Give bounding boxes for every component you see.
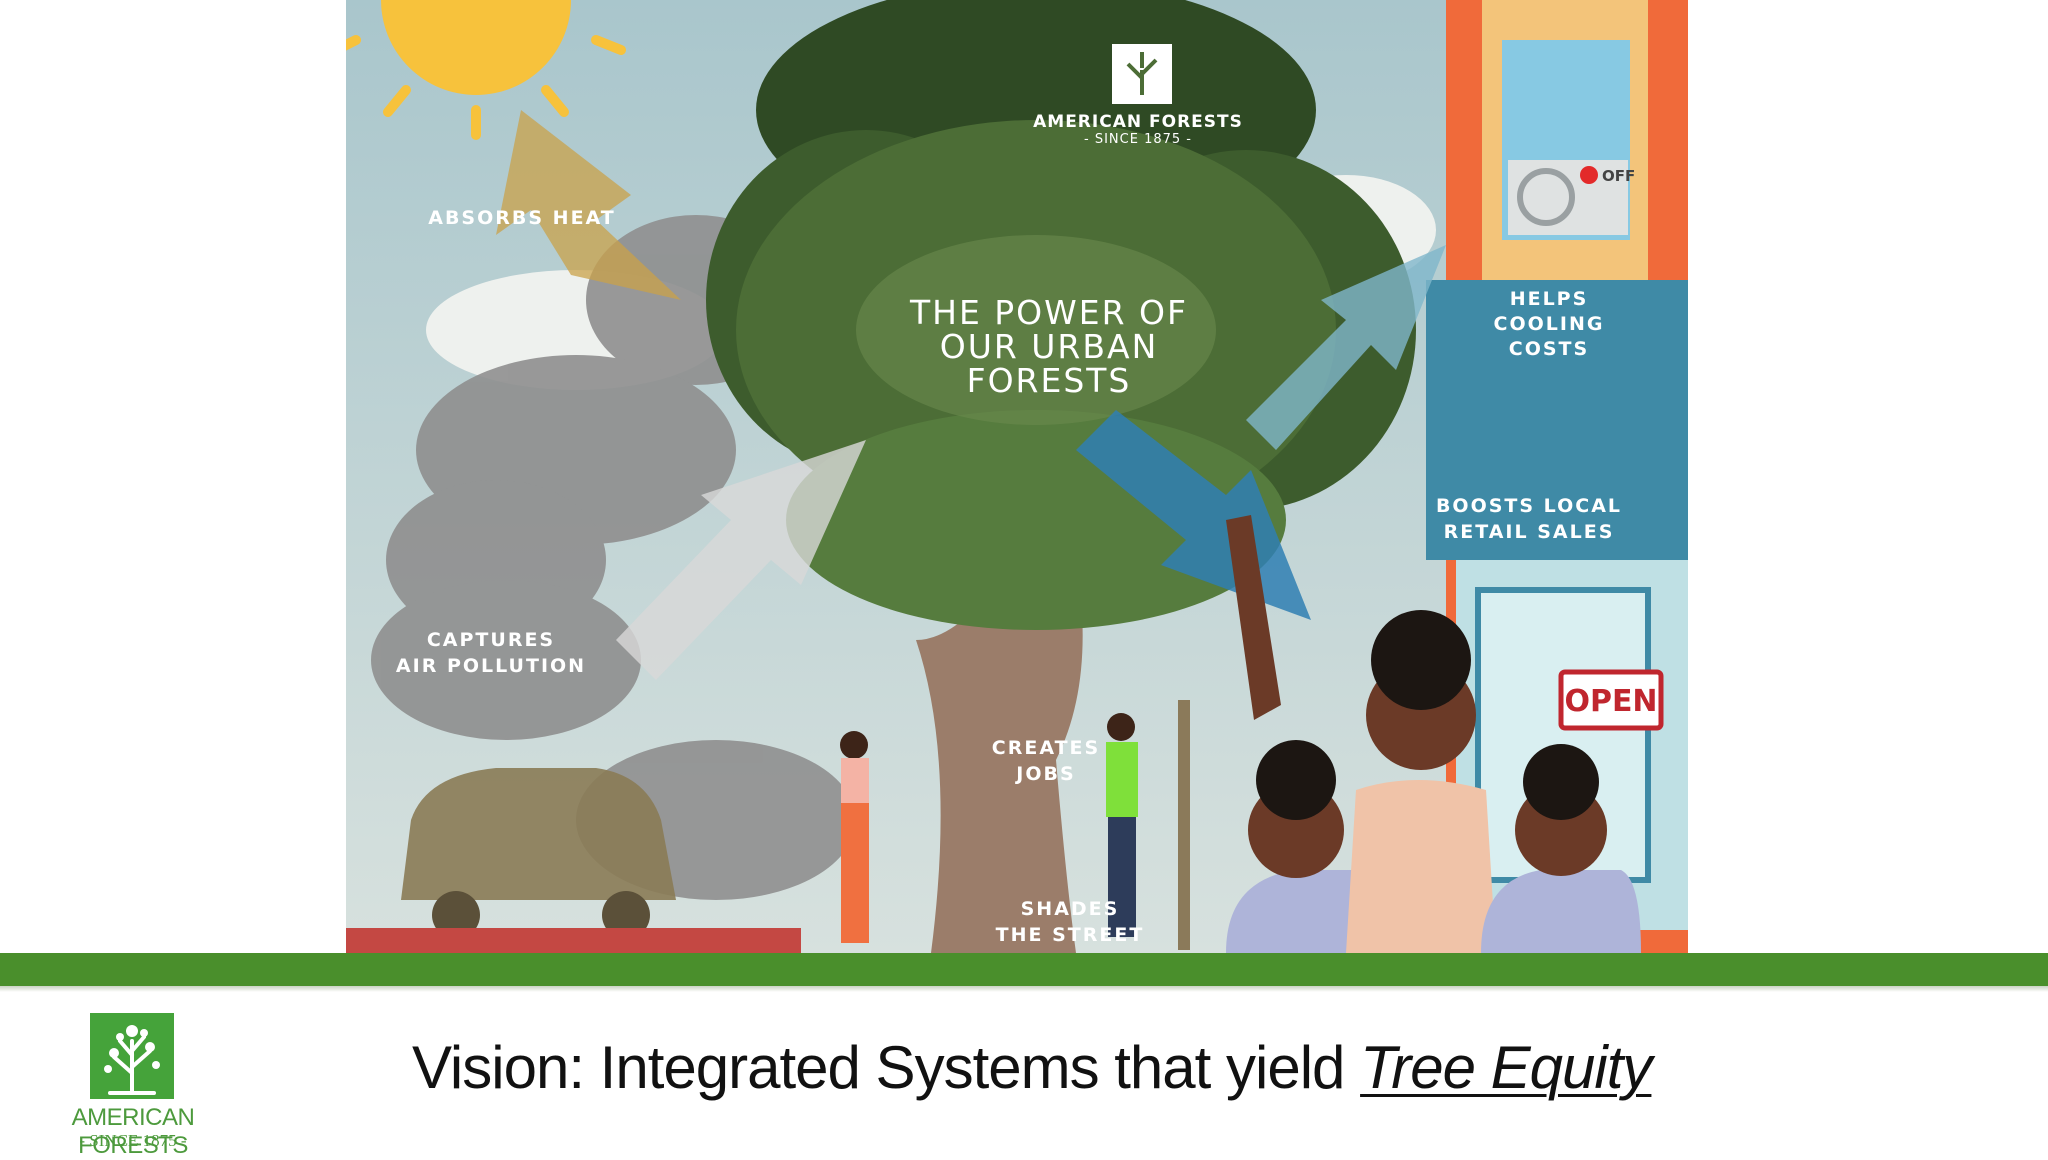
family-figures xyxy=(1226,515,1641,953)
footer-logo-since: - SINCE 1875 - xyxy=(79,1131,187,1150)
arrow-absorbs-heat-icon xyxy=(496,110,681,300)
divider-shadow xyxy=(0,986,2048,992)
worker-figure xyxy=(1106,713,1138,937)
slide-title-text: Vision: Integrated Systems that yield xyxy=(412,1034,1361,1101)
slide-title-emphasis: Tree Equity xyxy=(1360,1034,1652,1101)
footer-logo: AMERICAN FORESTS - SINCE 1875 - xyxy=(18,1012,248,1159)
illustration-logo: AMERICAN FORESTS - SINCE 1875 - xyxy=(1033,44,1243,147)
slide-title: Vision: Integrated Systems that yield Tr… xyxy=(412,1033,1712,1102)
label-helps-line-2: COOLING xyxy=(1494,313,1605,335)
sun-icon xyxy=(346,0,626,140)
ac-status-label: OFF xyxy=(1602,167,1635,185)
storefront: OFF OPEN xyxy=(1426,0,1688,953)
center-title-line-3: FORESTS xyxy=(967,361,1132,400)
center-title-line-2: OUR URBAN xyxy=(940,327,1159,366)
open-sign xyxy=(1558,669,1664,731)
arrow-captures-pollution-icon xyxy=(616,440,866,680)
car-icon xyxy=(401,768,676,939)
tree-trunk xyxy=(916,540,1083,953)
street-lamp xyxy=(1178,700,1190,950)
woman-figure xyxy=(840,731,869,943)
label-captures-line-2: AIR POLLUTION xyxy=(396,655,586,677)
center-title: THE POWER OF OUR URBAN FORESTS xyxy=(909,293,1188,400)
label-creates-line-1: CREATES xyxy=(992,737,1100,759)
label-captures-line-1: CAPTURES xyxy=(427,629,555,651)
center-title-line-1: THE POWER OF xyxy=(909,293,1188,332)
green-divider-bar xyxy=(0,953,2048,986)
tree-icon xyxy=(1126,52,1158,95)
label-boosts-line-1: BOOSTS LOCAL xyxy=(1436,495,1622,517)
arrow-helps-cooling-icon xyxy=(1246,245,1446,450)
ac-unit-icon xyxy=(1508,160,1628,235)
red-curb xyxy=(346,928,801,953)
illustration-logo-since: - SINCE 1875 - xyxy=(1084,132,1192,147)
label-shades-line-1: SHADES xyxy=(1021,898,1120,920)
label-absorbs-heat: ABSORBS HEAT xyxy=(428,207,616,229)
label-creates-line-2: JOBS xyxy=(1014,763,1075,785)
illustration-logo-name: AMERICAN FORESTS xyxy=(1033,112,1243,132)
urban-forest-illustration: OFF OPEN xyxy=(346,0,1688,953)
tree-canopy xyxy=(706,0,1416,630)
label-shades-line-2: THE STREET xyxy=(996,924,1145,946)
label-boosts-line-2: RETAIL SALES xyxy=(1444,521,1615,543)
label-helps-line-3: COSTS xyxy=(1509,338,1589,360)
tree-logo-icon xyxy=(90,1013,174,1099)
label-helps-line-1: HELPS xyxy=(1510,288,1589,310)
open-sign-label: OPEN xyxy=(1564,684,1657,719)
